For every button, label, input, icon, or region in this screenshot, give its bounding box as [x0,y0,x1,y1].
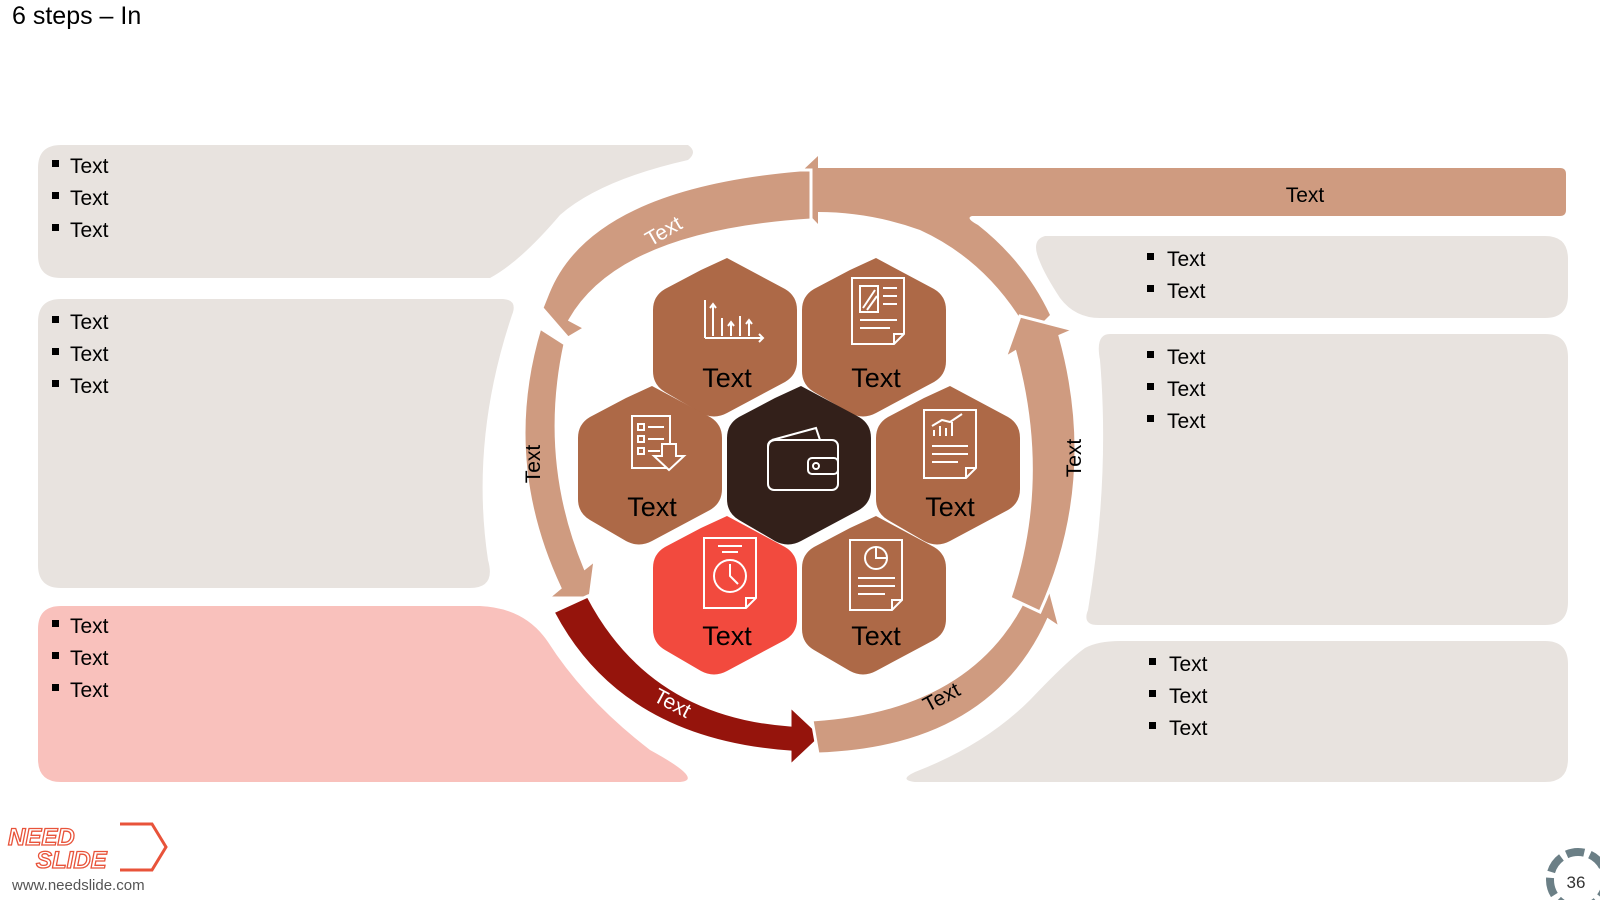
footer-url[interactable]: www.needslide.com [11,877,145,894]
bullet-text: Text [70,615,109,638]
bullet-marker [1149,658,1156,665]
bullet-text: Text [70,343,109,366]
bullet-marker [52,652,59,659]
ring-arrow-right[interactable] [1002,314,1079,615]
bullet-marker [1147,383,1154,390]
bullet-marker [52,620,59,627]
logo-top-text: NEED [8,824,75,851]
hex-label: Text [925,492,975,522]
bullet-marker [52,684,59,691]
bullet-marker [52,316,59,323]
ring-arrow-bottom-right[interactable] [810,586,1063,756]
hex-label: Text [702,621,752,651]
document-icon [851,277,905,345]
bullet-text: Text [70,375,109,398]
bullet-text: Text [1167,248,1206,271]
bullet-marker [1147,285,1154,292]
bullet-text: Text [1167,346,1206,369]
bullet-text: Text [1169,717,1208,740]
bullet-text: Text [1167,280,1206,303]
bullet-marker [1149,690,1156,697]
bullet-marker [52,380,59,387]
bullet-marker [52,192,59,199]
hex-center[interactable] [727,386,871,545]
hex-bottom-left[interactable]: Text [653,516,797,675]
bullet-marker [52,348,59,355]
hex-top-right[interactable]: Text [802,258,946,417]
bullet-text: Text [70,187,109,210]
bullet-text: Text [70,679,109,702]
hex-mid-left[interactable]: Text [578,386,722,545]
bullet-text: Text [70,219,109,242]
ring-arrow-top-left[interactable] [540,168,813,340]
panel-bottom-right[interactable]: Text Text Text [906,641,1569,782]
hex-label: Text [702,363,752,393]
panel-top-right[interactable]: Text Text [1036,236,1568,318]
bullet-marker [52,160,59,167]
panel-mid-left[interactable]: Text Text Text [38,299,514,588]
hex-top-left[interactable]: Text [653,258,797,417]
bullet-text: Text [70,155,109,178]
panel-mid-right[interactable]: Text Text Text [1086,334,1568,625]
hex-label: Text [627,492,677,522]
pie-report-icon [849,539,903,611]
panel-top-left[interactable]: Text Text Text [38,145,693,278]
wallet-icon [767,426,839,491]
bullet-text: Text [1169,685,1208,708]
banner-arrow[interactable]: Text [784,156,1566,335]
logo-bottom-text: SLIDE [36,847,108,874]
bullet-text: Text [70,311,109,334]
arrow-label-right: Text [1063,439,1086,478]
banner-label: Text [1286,184,1325,207]
needslide-logo: NEED SLIDE [7,822,168,875]
checklist-icon [631,415,687,472]
clock-document-icon [703,537,757,609]
page-number: 36 [1567,873,1586,892]
bullet-marker [52,224,59,231]
bar-chart-icon [704,300,765,343]
hex-label: Text [851,621,901,651]
report-chart-icon [923,409,977,479]
page-badge: 36 [1546,848,1600,900]
bullet-marker [1149,722,1156,729]
bullet-text: Text [1167,378,1206,401]
arrow-label-left: Text [522,445,545,484]
slide-title: 6 steps – In [12,2,142,30]
hex-label: Text [851,363,901,393]
bullet-marker [1147,351,1154,358]
bullet-marker [1147,253,1154,260]
hex-mid-right[interactable]: Text [876,386,1020,545]
bullet-text: Text [1169,653,1208,676]
bullet-text: Text [70,647,109,670]
panel-bottom-left[interactable]: Text Text Text [38,606,688,782]
bullet-marker [1147,415,1154,422]
bullet-text: Text [1167,410,1206,433]
hex-bottom-right[interactable]: Text [802,516,946,675]
